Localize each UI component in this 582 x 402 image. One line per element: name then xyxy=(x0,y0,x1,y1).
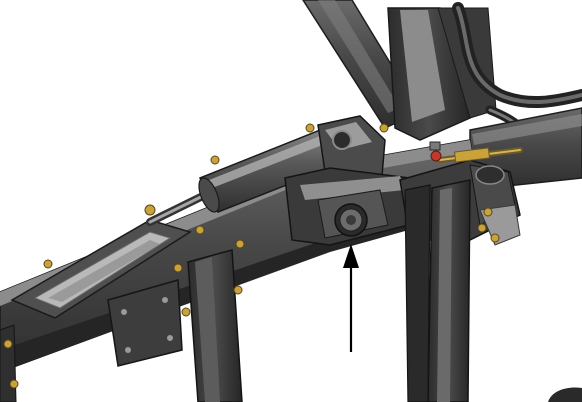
hydraulic-cylinder xyxy=(146,127,347,226)
left-edge-post xyxy=(0,324,17,402)
gusset-plate xyxy=(10,219,192,319)
callout-arrow xyxy=(343,244,359,352)
red-fitting xyxy=(429,141,442,162)
left-leg xyxy=(187,249,243,402)
right-leg-front xyxy=(427,179,471,402)
mounting-plate xyxy=(107,279,183,367)
lower-right-part xyxy=(548,387,582,402)
brass-bolts xyxy=(3,123,500,389)
pivot-bolt xyxy=(334,203,368,237)
turnbuckle xyxy=(437,147,523,163)
right-leg-back xyxy=(404,184,431,402)
